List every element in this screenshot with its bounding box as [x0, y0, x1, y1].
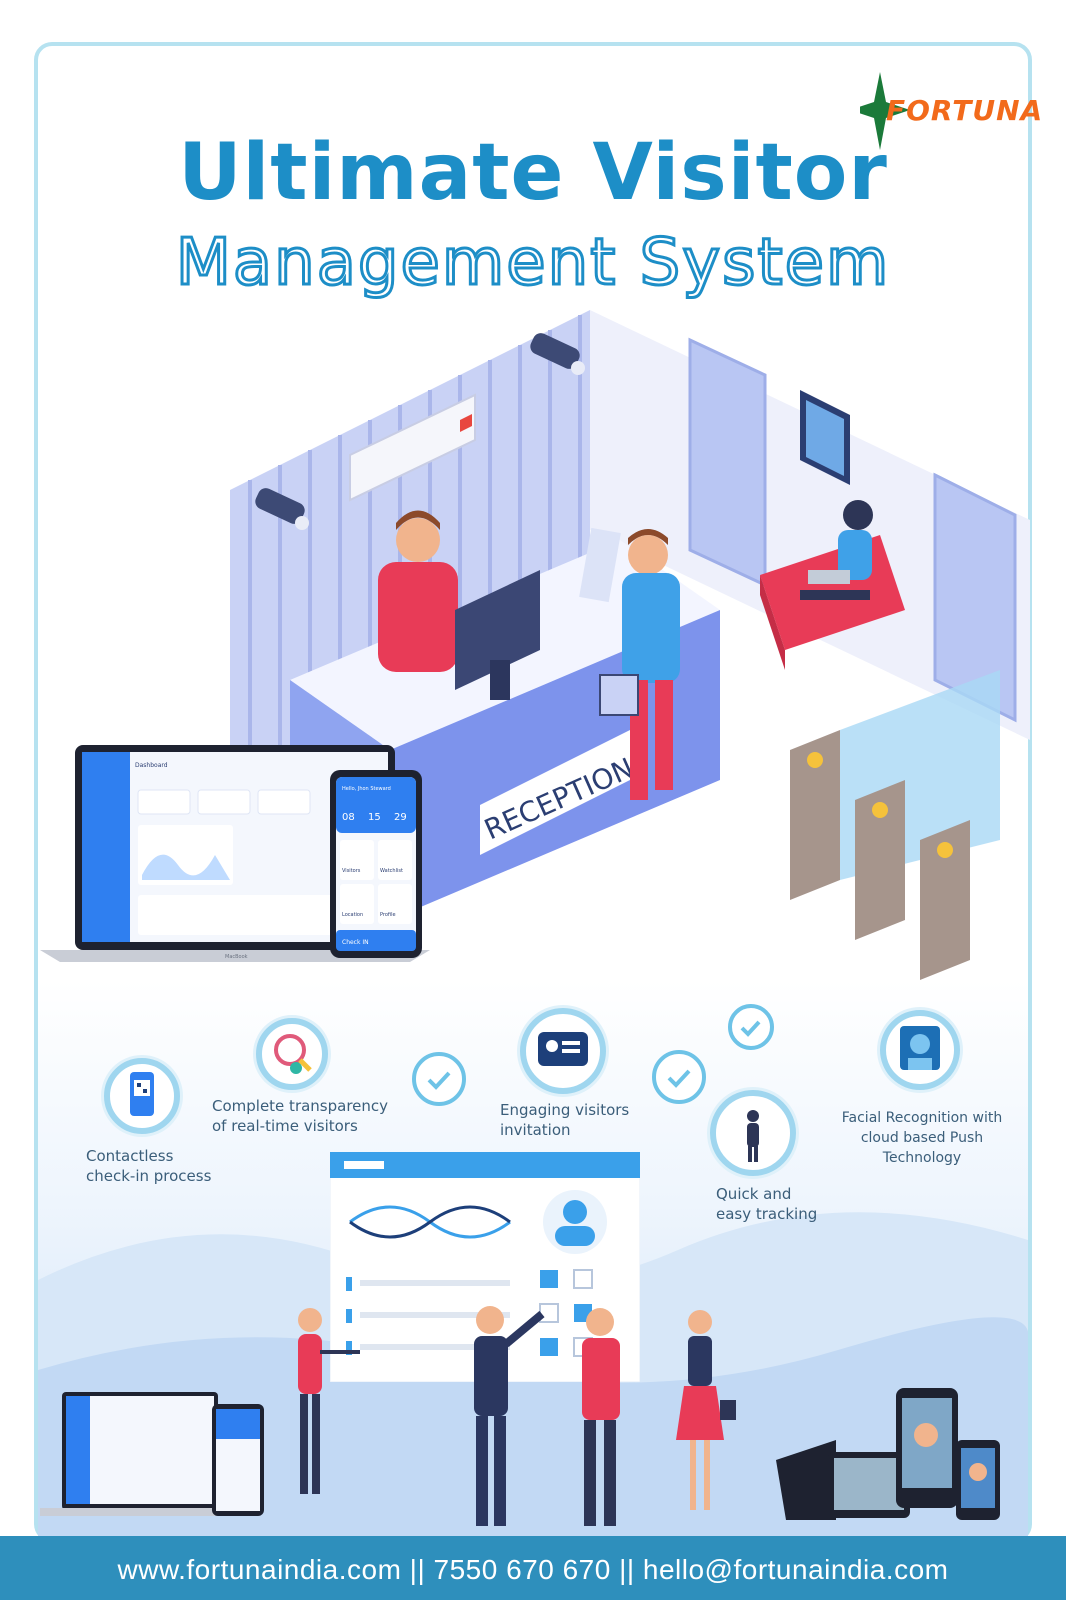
contactless-feature-icon: [104, 1058, 180, 1134]
door-1: [688, 337, 767, 588]
person-icon: [747, 1110, 759, 1162]
svg-text:08: 08: [342, 812, 355, 823]
facial-recognition-feature-icon: [880, 1010, 960, 1090]
svg-text:Profile: Profile: [380, 912, 396, 918]
svg-text:Location: Location: [342, 912, 363, 918]
reception-sign-plate: [480, 730, 630, 855]
id-card-icon: [538, 1032, 588, 1066]
team-illustration: [298, 1306, 736, 1526]
qr-phone-icon: [130, 1072, 154, 1116]
feature-label-line1: Engaging visitors: [500, 1101, 630, 1119]
ac-unit: [349, 393, 476, 502]
monitor: [455, 570, 540, 690]
feature-label-line2: invitation: [500, 1121, 571, 1139]
check-icon: [728, 1004, 774, 1050]
page-title: Ultimate Visitor: [178, 128, 888, 218]
feature-tracking: Quick and easy tracking: [716, 1184, 817, 1224]
svg-text:29: 29: [394, 812, 407, 823]
feature-label-line2: easy tracking: [716, 1205, 818, 1223]
feature-label-line3: Technology: [882, 1150, 962, 1166]
feature-label-line1: Contactless: [86, 1147, 174, 1165]
svg-text:Check IN: Check IN: [342, 939, 369, 946]
analytics-board: [330, 1152, 640, 1382]
person-with-laptop: [298, 1308, 360, 1494]
feature-label-line1: Complete transparency: [212, 1097, 389, 1115]
svg-text:Visitors: Visitors: [342, 868, 361, 874]
feature-invitation: Engaging visitors invitation: [500, 1100, 629, 1140]
star-icon: [860, 72, 910, 150]
magnifier-icon: [274, 1034, 312, 1074]
fortuna-logo: FORTUNA: [860, 72, 1042, 152]
footer-bar: www.fortunaindia.com || 7550 670 670 || …: [0, 1536, 1066, 1600]
reception-illustration: RECEPTION: [40, 310, 1030, 980]
brand-name: FORTUNA: [886, 94, 1044, 127]
feature-label-line2: check-in process: [86, 1167, 212, 1185]
person-woman-bag: [676, 1310, 736, 1510]
page-subtitle: Management System: [174, 225, 891, 302]
feature-contactless: Contactless check-in process: [86, 1146, 211, 1186]
receptionist: [378, 510, 458, 672]
small-device-mockup: [40, 1392, 264, 1516]
svg-text:15: 15: [368, 812, 381, 823]
contact-info[interactable]: www.fortunaindia.com || 7550 670 670 || …: [117, 1554, 949, 1585]
feature-transparency: Complete transparency of real-time visit…: [212, 1096, 388, 1136]
cctv-camera-2: [255, 488, 309, 530]
invitation-feature-icon: [520, 1008, 606, 1094]
turnstile-gates: [790, 670, 1000, 980]
feature-facial-recognition: Facial Recognition with cloud based Push…: [832, 1108, 1012, 1168]
face-scan-icon: [900, 1026, 940, 1070]
visitor-man: [599, 529, 680, 800]
person-red-shirt: [582, 1308, 620, 1526]
svg-text:Hello, Jhon Steward: Hello, Jhon Steward: [342, 786, 391, 792]
hardware-devices: [776, 1388, 1000, 1520]
sofa-with-visitor: [760, 500, 905, 670]
svg-text:Watchlist: Watchlist: [380, 868, 403, 874]
tablet-kiosk: [579, 527, 621, 603]
person-pointing: [474, 1306, 545, 1526]
feature-label-line2: of real-time visitors: [212, 1117, 358, 1135]
feature-label-line2: cloud based Push: [860, 1130, 984, 1146]
feature-label-line1: Quick and: [716, 1185, 792, 1203]
check-icon: [412, 1052, 466, 1106]
transparency-feature-icon: [256, 1018, 328, 1090]
cctv-camera-1: [530, 333, 585, 375]
tracking-feature-icon: [710, 1090, 796, 1176]
mobile-app: Hello, Jhon Steward 08 15 29 Visitors Wa…: [330, 770, 422, 958]
feature-label-line1: Facial Recognition with: [841, 1110, 1003, 1126]
svg-text:Dashboard: Dashboard: [135, 762, 168, 769]
door-2: [933, 472, 1017, 723]
check-icon: [652, 1050, 706, 1104]
svg-text:MacBook: MacBook: [225, 954, 248, 960]
